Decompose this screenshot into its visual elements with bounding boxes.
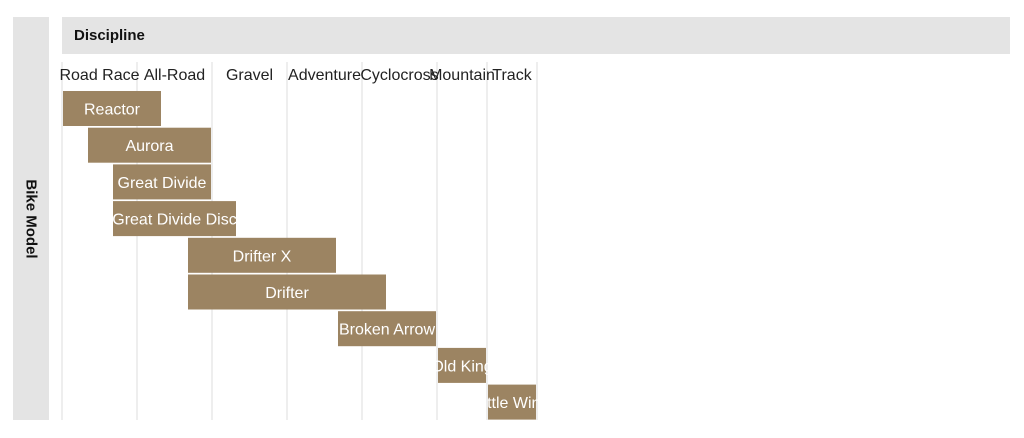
category-label: All-Road: [144, 67, 205, 84]
category-label: Track: [492, 67, 532, 84]
bar: [338, 311, 436, 347]
bar: [88, 127, 211, 163]
bar: [63, 91, 161, 126]
x-axis-label: Discipline: [74, 27, 145, 44]
bar-label: Reactor: [84, 102, 141, 119]
category-label: Gravel: [226, 67, 273, 84]
category-label: Mountain: [429, 67, 495, 84]
bar: [113, 164, 211, 200]
bar-label: Drifter: [265, 285, 309, 302]
bar-label: Old King: [431, 358, 492, 375]
bar: [188, 274, 386, 310]
bar-label: Great Divide Disc: [112, 212, 236, 229]
bar-label: Little Wing: [475, 395, 550, 412]
category-label: Cyclocross: [360, 67, 438, 84]
bar-label: Drifter X: [233, 248, 292, 265]
bar: [488, 384, 536, 420]
category-label: Adventure: [288, 67, 361, 84]
y-axis-header: Bike Model: [13, 17, 49, 420]
category-label: Road Race: [59, 67, 139, 84]
bar-label: Great Divide: [118, 175, 207, 192]
bar-label: Aurora: [125, 138, 173, 155]
x-axis-header: Discipline: [62, 17, 1010, 54]
bar: [113, 201, 236, 237]
bar: [438, 347, 486, 383]
bar: [188, 237, 336, 273]
bar-label: Broken Arrow: [339, 322, 435, 339]
